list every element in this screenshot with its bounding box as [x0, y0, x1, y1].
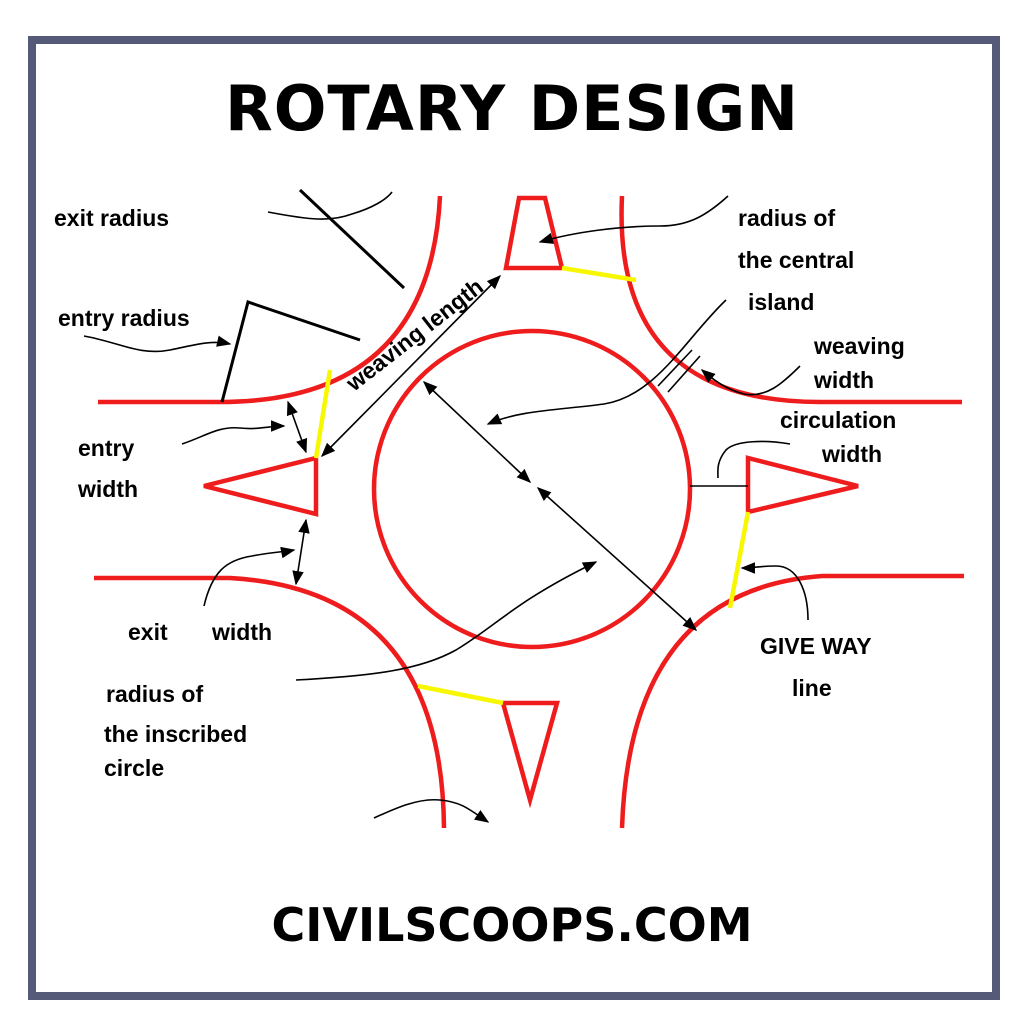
splitter-island-top [503, 195, 565, 271]
splitter-island-right [745, 455, 859, 515]
exit-radius-line [298, 188, 406, 290]
circulation-width-leader [717, 440, 791, 479]
central-island [371, 328, 693, 650]
circulation-width-label-line2: width [821, 441, 882, 467]
give-way-line-right [727, 511, 751, 609]
page-title: ROTARY DESIGN [224, 72, 800, 145]
central-radius-leader [486, 299, 727, 425]
entry-width-label-line1: entry [78, 435, 134, 461]
splitter-island-bottom [500, 700, 560, 809]
entry-radius-triangle [220, 300, 361, 403]
weaving-length-label: weaving length [340, 273, 488, 396]
give-way-line-bottom [417, 683, 504, 706]
central-radius-arrow [422, 381, 532, 483]
entry-radius-leader [83, 335, 232, 353]
give-way-line-top [561, 265, 637, 283]
site-footer: CIVILSCOOPS.COM [271, 898, 753, 952]
exit-width-arrow [292, 518, 310, 586]
give-way-leader [740, 562, 809, 621]
give-way-label-line2: line [792, 675, 832, 701]
exit-width-label-word2: width [211, 619, 272, 645]
inscribed-diameter-arrow [536, 487, 698, 631]
entry-width-label-line2: width [77, 476, 138, 502]
central-radius-label-line1: radius of [738, 205, 835, 231]
exit-width-label-word1: exit [128, 619, 168, 645]
inscribed-radius-leader [295, 561, 598, 681]
dimension-arrows [286, 274, 748, 631]
kerb-bottom-right [619, 573, 964, 829]
inscribed-radius-label-line3: circle [104, 755, 164, 781]
entry-width-leader [181, 420, 286, 445]
island-top-leader [538, 195, 729, 244]
border-frame [28, 36, 1000, 1000]
kerb-bottom-left [94, 575, 447, 829]
central-radius-label-line2: the central [738, 247, 854, 273]
weaving-width-ticks [657, 349, 701, 393]
give-way-label-line1: GIVE WAY [760, 633, 872, 659]
exit-radius-leader [267, 191, 393, 220]
kerb-top-right [619, 195, 962, 405]
inscribed-radius-label-line2: the inscribed [104, 721, 247, 747]
exit-radius-label: exit radius [54, 205, 169, 231]
weaving-length-arrow [320, 274, 502, 458]
weaving-width-label-line1: weaving [813, 333, 905, 359]
entry-width-arrow [286, 400, 308, 454]
central-radius-label-line3: island [748, 289, 814, 315]
leader-lines [83, 191, 809, 823]
exit-width-leader [203, 546, 296, 607]
weaving-width-label-line2: width [813, 367, 874, 393]
weaving-width-leader [700, 365, 801, 396]
splitter-island-left [203, 455, 319, 517]
approach-leader [373, 798, 490, 823]
inscribed-radius-label-line1: radius of [106, 681, 203, 707]
circulation-width-label-line1: circulation [780, 407, 896, 433]
entry-radius-label: entry radius [58, 305, 190, 331]
